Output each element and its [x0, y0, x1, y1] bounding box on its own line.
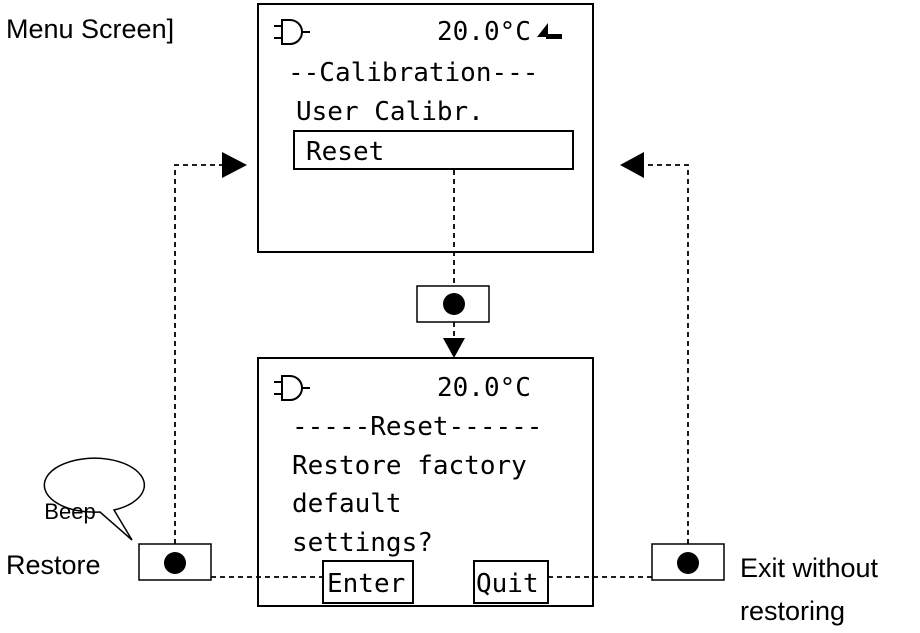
- arrow-left-icon: [620, 152, 644, 178]
- beep-text: Beep: [44, 499, 95, 524]
- arrow-right-icon: [222, 152, 247, 178]
- exit-label-line-2: restoring: [740, 596, 845, 626]
- enter-label: Enter: [327, 569, 405, 599]
- right-button[interactable]: [651, 543, 725, 581]
- round-button-icon: [443, 293, 465, 315]
- round-button-icon: [677, 552, 699, 574]
- prompt-line-1: Restore factory: [292, 451, 527, 481]
- restore-label: Restore: [6, 550, 101, 580]
- prompt-line-2: default: [292, 489, 402, 519]
- menu-item-reset[interactable]: Reset: [306, 137, 384, 167]
- reset-title: -----Reset------: [292, 412, 542, 442]
- round-button-icon: [164, 552, 186, 574]
- menu-screen-caption: Menu Screen]: [6, 14, 174, 44]
- selection-highlight: [293, 130, 574, 170]
- return-arrow-icon: [537, 23, 562, 39]
- calibration-screen: 20.0°C --Calibration--- User Calibr. Res…: [257, 3, 594, 253]
- center-button[interactable]: [416, 285, 490, 323]
- prompt-line-3: settings?: [292, 528, 433, 558]
- plug-icon: [274, 375, 310, 401]
- restore-return-line: [174, 164, 222, 544]
- arrow-down-icon: [443, 338, 465, 358]
- plug-icon: [274, 19, 310, 45]
- menu-item-user-calibr[interactable]: User Calibr.: [296, 97, 484, 127]
- exit-return-line: [644, 164, 689, 544]
- quit-label: Quit: [476, 569, 539, 599]
- temperature-readout: 20.0°C: [437, 373, 531, 403]
- exit-label-line-1: Exit without: [740, 553, 879, 583]
- beep-bubble: Beep: [43, 457, 146, 541]
- left-button[interactable]: [138, 543, 212, 581]
- quit-softkey[interactable]: Quit: [473, 560, 549, 604]
- temperature-readout: 20.0°C: [437, 17, 531, 47]
- calibration-title: --Calibration---: [288, 58, 538, 88]
- enter-softkey[interactable]: Enter: [322, 560, 414, 604]
- reset-screen: 20.0°C -----Reset------ Restore factory …: [257, 357, 594, 607]
